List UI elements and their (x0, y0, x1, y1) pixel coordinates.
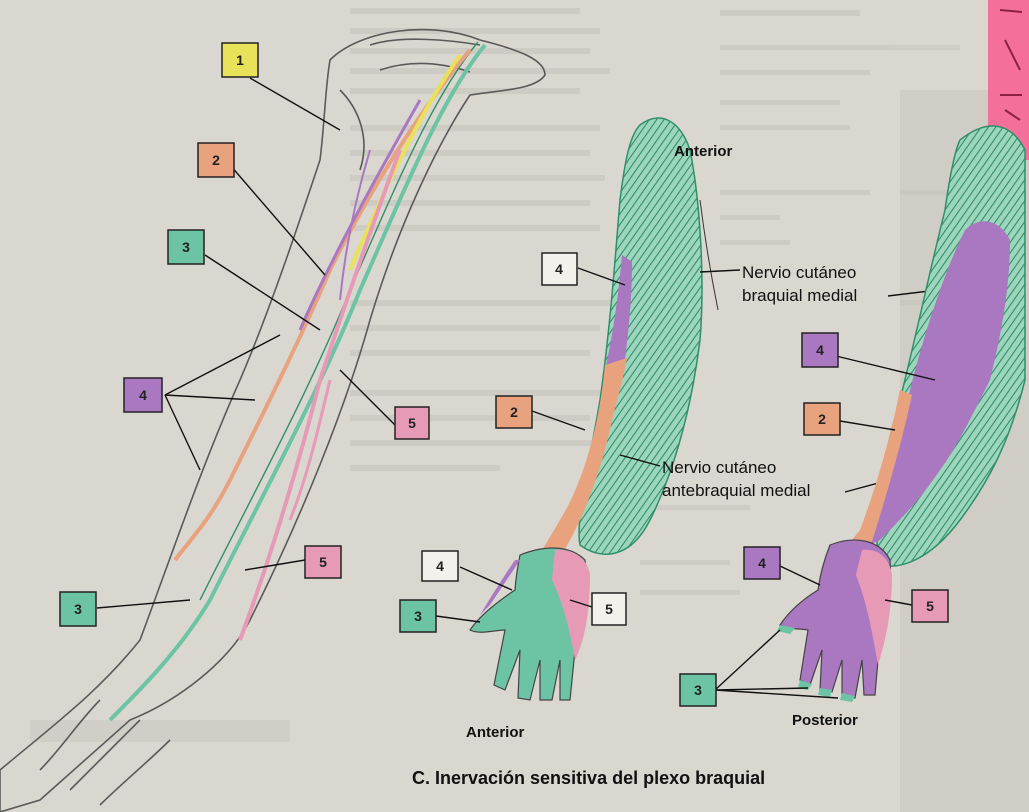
view-label-anterior-top: Anterior (674, 143, 733, 160)
callout-17-number: 3 (694, 682, 702, 698)
callout-12: 5 (592, 593, 626, 625)
callout-16: 5 (912, 590, 948, 622)
braquial-line-1: Nervio cutáneo (742, 263, 856, 282)
antebraquial-line-1: Nervio cutáneo (662, 458, 776, 477)
callout-14-number: 2 (818, 411, 826, 427)
callout-13: 4 (802, 333, 838, 367)
callout-4: 4 (124, 378, 162, 412)
callout-14: 2 (804, 403, 840, 435)
callout-12-number: 5 (605, 601, 613, 617)
callout-17: 3 (680, 674, 716, 706)
callout-5: 5 (395, 407, 429, 439)
callout-1-number: 1 (236, 52, 244, 68)
callout-16-number: 5 (926, 598, 934, 614)
view-label-posterior: Posterior (792, 712, 858, 729)
callout-6: 5 (305, 546, 341, 578)
callout-2: 2 (198, 143, 234, 177)
callout-11-number: 3 (414, 608, 422, 624)
callout-6-number: 5 (319, 554, 327, 570)
callout-7-number: 3 (74, 601, 82, 617)
view-label-anterior-bottom: Anterior (466, 724, 525, 741)
callout-4-number: 4 (139, 387, 147, 403)
callout-11: 3 (400, 600, 436, 632)
callout-5-number: 5 (408, 415, 416, 431)
callout-13-number: 4 (816, 342, 824, 358)
callout-10-number: 4 (436, 558, 444, 574)
callout-3: 3 (168, 230, 204, 264)
callout-8: 4 (542, 253, 577, 285)
braquial-line-2: braquial medial (742, 286, 857, 305)
callout-10: 4 (422, 551, 458, 581)
callout-3-number: 3 (182, 239, 190, 255)
figure-caption: C. Inervación sensitiva del plexo braqui… (412, 768, 765, 788)
callout-8-number: 4 (555, 261, 563, 277)
callout-7: 3 (60, 592, 96, 626)
callout-9-number: 2 (510, 404, 518, 420)
callout-15: 4 (744, 547, 780, 579)
callout-2-number: 2 (212, 152, 220, 168)
antebraquial-line-2: antebraquial medial (662, 481, 810, 500)
callout-9: 2 (496, 396, 532, 428)
callout-15-number: 4 (758, 555, 766, 571)
callout-1: 1 (222, 43, 258, 77)
